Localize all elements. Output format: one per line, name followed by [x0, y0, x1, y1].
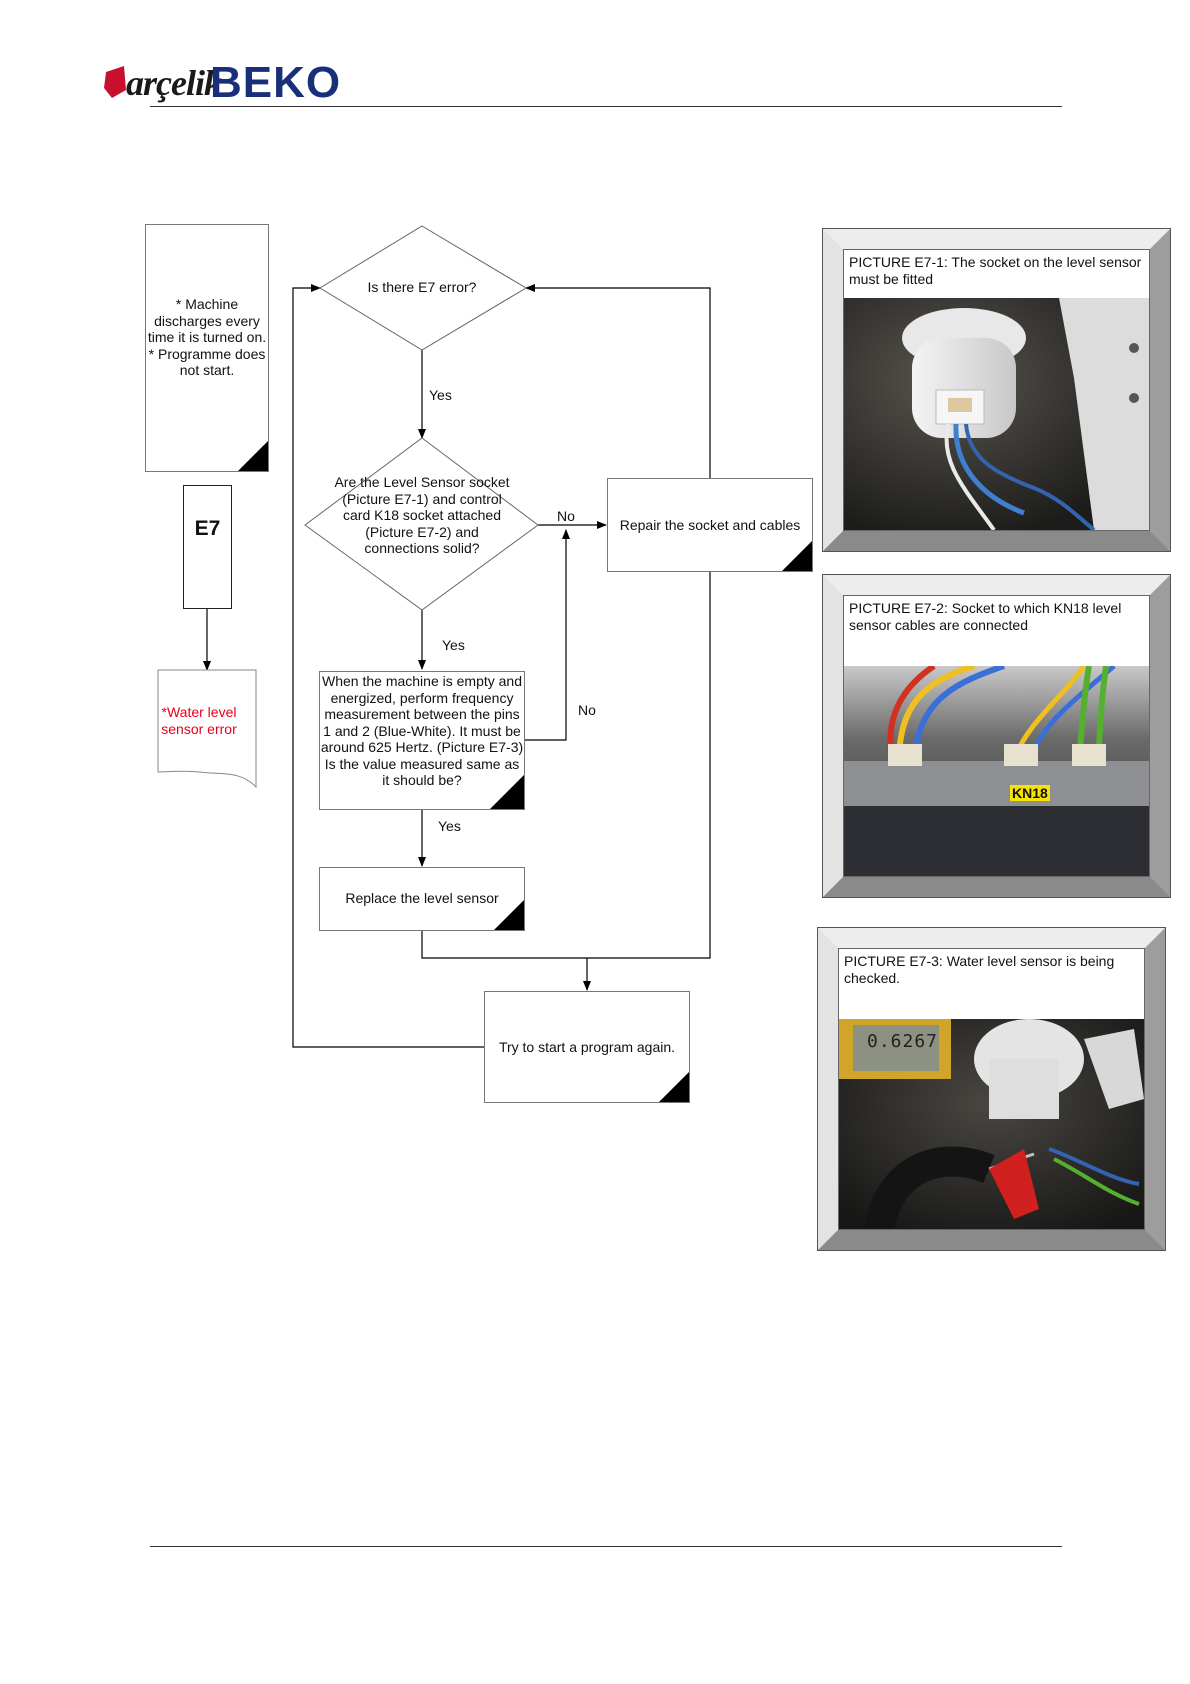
photo-level-sensor-socket: [844, 298, 1149, 530]
photo-kn18-image: [844, 666, 1149, 876]
footer-rule: [150, 1546, 1062, 1547]
picture-caption-e7-1: PICTURE E7-1: The socket on the level se…: [849, 254, 1145, 288]
code-box: [183, 485, 232, 609]
question-e7-error: Is there E7 error?: [340, 279, 504, 296]
replace-sensor-text: Replace the level sensor: [319, 890, 525, 907]
question-socket-check: Are the Level Sensor socket (Picture E7-…: [328, 474, 516, 557]
picture-caption-e7-2: PICTURE E7-2: Socket to which KN18 level…: [849, 600, 1145, 634]
multimeter-reading: 0.6267: [867, 1031, 938, 1052]
photo-kn18-socket: KN18: [844, 666, 1149, 876]
picture-frame-e7-1: PICTURE E7-1: The socket on the level se…: [823, 229, 1170, 551]
frequency-check-text: When the machine is empty and energized,…: [320, 673, 524, 789]
repair-text: Repair the socket and cables: [607, 517, 813, 534]
symptom-text: * Machine discharges every time it is tu…: [146, 296, 268, 379]
label-no-2: No: [578, 702, 596, 718]
error-code: E7: [183, 517, 232, 541]
picture-caption-e7-3: PICTURE E7-3: Water level sensor is bein…: [844, 953, 1140, 987]
label-yes-1: Yes: [429, 387, 452, 403]
picture-frame-e7-2: PICTURE E7-2: Socket to which KN18 level…: [823, 575, 1170, 897]
label-yes-3: Yes: [438, 818, 461, 834]
retry-text: Try to start a program again.: [484, 1039, 690, 1056]
error-name: *Water level sensor error: [158, 704, 240, 737]
kn18-tag: KN18: [1010, 785, 1050, 801]
photo-sensor-measurement: 0.6267: [839, 1019, 1144, 1229]
label-no-1: No: [557, 508, 575, 524]
picture-frame-e7-3: PICTURE E7-3: Water level sensor is bein…: [818, 928, 1165, 1250]
photo-sensor-image: [844, 298, 1149, 530]
label-yes-2: Yes: [442, 637, 465, 653]
